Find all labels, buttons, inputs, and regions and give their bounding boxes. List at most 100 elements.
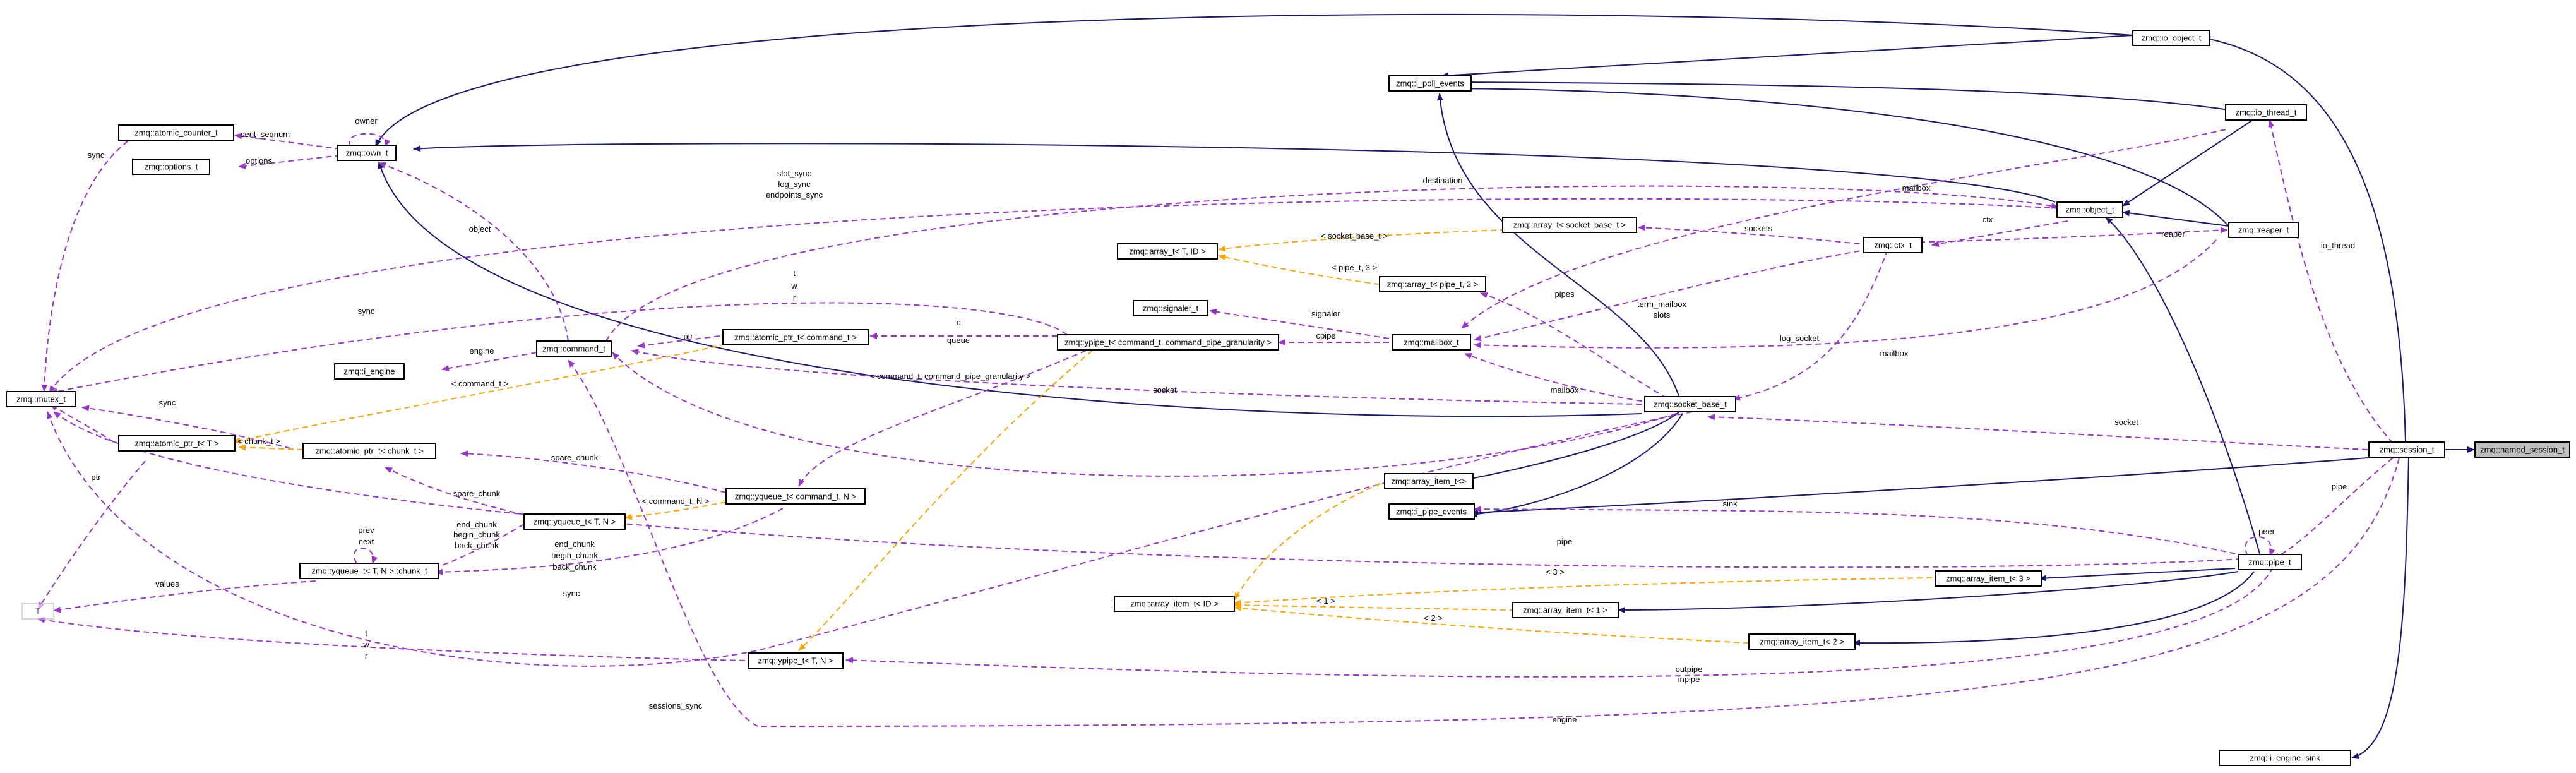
edge-atomic-ptr-chunk-template [238, 444, 304, 451]
label-log-socket: log_socket [1780, 333, 1820, 343]
node-reaper[interactable]: zmq::reaper_t [2228, 222, 2299, 238]
node-named-session[interactable]: zmq::named_session_t [2474, 441, 2570, 458]
edge-i-engine-engine [568, 359, 2400, 728]
label-engine: engine [1552, 715, 1577, 724]
svg-text:zmq::array_item_t< 2 >: zmq::array_item_t< 2 > [1760, 637, 1844, 647]
label-t2: t [365, 628, 367, 638]
node-i-pipe-events[interactable]: zmq::i_pipe_events [1388, 503, 1475, 520]
label-c: c [957, 318, 961, 327]
node-array-pipe3[interactable]: zmq::array_t< pipe_t, 3 > [1379, 276, 1486, 292]
svg-text:zmq::array_item_t< 3 >: zmq::array_item_t< 3 > [1946, 574, 2030, 584]
node-atomic-ptr-command[interactable]: zmq::atomic_ptr_t< command_t > [722, 329, 869, 345]
svg-text:zmq::io_object_t: zmq::io_object_t [2142, 33, 2202, 43]
label-values: values [155, 579, 179, 589]
edge-array-item-2-to-pipe [1852, 571, 2255, 647]
edge-i-engine-sink-to-session [2351, 455, 2409, 759]
node-i-engine[interactable]: zmq::i_engine [334, 363, 405, 380]
edge-atomic-ptr-chunk-spare [460, 450, 727, 493]
node-array-t-tid[interactable]: zmq::array_t< T, ID > [1117, 243, 1218, 260]
label-sockets: sockets [1744, 224, 1773, 233]
svg-text:zmq::reaper_t: zmq::reaper_t [2238, 225, 2289, 235]
node-atomic-ptr-chunk[interactable]: zmq::atomic_ptr_t< chunk_t > [302, 443, 436, 459]
node-io-thread[interactable]: zmq::io_thread_t [2225, 104, 2307, 121]
node-options[interactable]: zmq::options_t [132, 159, 210, 175]
node-atomic-counter[interactable]: zmq::atomic_counter_t [118, 124, 234, 141]
label-inpipe: inpipe [1678, 674, 1700, 684]
edge-array-item-3-template [1234, 577, 1933, 606]
node-mailbox[interactable]: zmq::mailbox_t [1392, 334, 1471, 351]
svg-text:zmq::yqueue_t< T, N >: zmq::yqueue_t< T, N > [534, 517, 616, 527]
edge-array-item-2-template [1234, 605, 1750, 644]
svg-text:zmq::named_session_t: zmq::named_session_t [2480, 445, 2565, 455]
node-yqueue-tn[interactable]: zmq::yqueue_t< T, N > [523, 513, 626, 530]
label-object: object [469, 224, 491, 234]
node-socket-base[interactable]: zmq::socket_base_t [1644, 396, 1736, 412]
label-pipe-session: pipe [2332, 482, 2347, 491]
edge-atomic-ptr-command-template [233, 344, 727, 444]
svg-text:zmq::i_engine_sink: zmq::i_engine_sink [2250, 753, 2320, 763]
label-tmpl-2: < 2 > [1424, 613, 1443, 623]
node-i-engine-sink[interactable]: zmq::i_engine_sink [2219, 750, 2351, 766]
label-sync-pipe: sync [563, 589, 580, 598]
node-ypipe-tn[interactable]: zmq::ypipe_t< T, N > [748, 652, 844, 669]
node-pipe[interactable]: zmq::pipe_t [2238, 554, 2302, 570]
label-queue: queue [947, 335, 970, 345]
label-begin-chunk2: begin_chunk [551, 551, 598, 560]
label-log-sync: log_sync [778, 179, 811, 189]
label-ptr-cmd: ptr [683, 332, 693, 341]
nodes: zmq::named_session_t zmq::session_t zmq:… [6, 30, 2570, 766]
node-array-item-empty[interactable]: zmq::array_item_t<> [1384, 473, 1474, 489]
edge-mutex-to-atomic-counter [41, 135, 136, 392]
label-signaler: signaler [1311, 309, 1340, 318]
label-engine-i: engine [469, 346, 494, 356]
node-array-item-1[interactable]: zmq::array_item_t< 1 > [1512, 602, 1619, 618]
node-session[interactable]: zmq::session_t [2368, 441, 2445, 458]
edge-pipe-to-mutex-sync [53, 411, 2242, 568]
svg-text:zmq::ctx_t: zmq::ctx_t [1874, 241, 1912, 250]
edge-i-engine-to-command [441, 352, 537, 371]
label-socket: socket [1153, 385, 1177, 395]
label-spare-chunk: spare_chunk [551, 453, 599, 462]
node-array-socket-base[interactable]: zmq::array_t< socket_base_t > [1502, 217, 1637, 233]
edge-array-item-empty-to-socket-base [1463, 411, 1680, 482]
node-own[interactable]: zmq::own_t [337, 145, 397, 161]
label-back-chunk2: back_chunk [552, 562, 597, 572]
node-ctx[interactable]: zmq::ctx_t [1863, 237, 1923, 253]
node-array-item-2[interactable]: zmq::array_item_t< 2 > [1748, 633, 1856, 650]
label-mailbox-obj: mailbox [1902, 183, 1931, 193]
label-r: r [793, 293, 796, 303]
node-ypipe-command[interactable]: zmq::ypipe_t< command_t, command_pipe_gr… [1057, 334, 1279, 351]
edge-array-t-socket-base-template [1218, 229, 1506, 252]
edge-ctx-to-object [1931, 220, 2068, 248]
svg-text:zmq::own_t: zmq::own_t [346, 148, 388, 158]
edge-i-poll-events-to-reaper [1442, 85, 2233, 231]
node-object[interactable]: zmq::object_t [2056, 201, 2123, 218]
node-atomic-ptr-t[interactable]: zmq::atomic_ptr_t< T > [118, 435, 236, 452]
svg-text:zmq::io_thread_t: zmq::io_thread_t [2236, 108, 2297, 117]
label-pipe-3-tmpl: < pipe_t, 3 > [1332, 263, 1377, 272]
node-array-item-id[interactable]: zmq::array_item_t< ID > [1114, 596, 1235, 612]
node-T[interactable]: T [21, 603, 54, 620]
label-sessions-sync: sessions_sync [649, 701, 703, 710]
svg-text:zmq::mutex_t: zmq::mutex_t [16, 395, 66, 404]
node-command[interactable]: zmq::command_t [536, 340, 612, 357]
node-i-poll-events[interactable]: zmq::i_poll_events [1388, 75, 1472, 92]
edge-io-object-to-session [2203, 36, 2406, 443]
edge-ypipe-command-sync [50, 302, 1068, 395]
node-mutex[interactable]: zmq::mutex_t [6, 391, 76, 407]
edge-mutex-sessions-sync [47, 411, 1693, 667]
node-yqueue-command[interactable]: zmq::yqueue_t< command_t, N > [725, 488, 866, 505]
label-socket-session: socket [2114, 417, 2138, 427]
svg-text:zmq::mailbox_t: zmq::mailbox_t [1404, 338, 1459, 347]
label-chunk-tmpl: < chunk_t > [237, 436, 280, 446]
svg-text:zmq::yqueue_t< command_t, N >: zmq::yqueue_t< command_t, N > [735, 492, 856, 501]
node-array-item-3[interactable]: zmq::array_item_t< 3 > [1935, 570, 2042, 587]
svg-text:zmq::command_t: zmq::command_t [542, 344, 605, 354]
label-slots: slots [1654, 310, 1671, 320]
node-io-object[interactable]: zmq::io_object_t [2132, 30, 2210, 46]
node-signaler[interactable]: zmq::signaler_t [1133, 300, 1208, 316]
edge-array-t-pipe3-template [1218, 254, 1390, 286]
node-chunk[interactable]: zmq::yqueue_t< T, N >::chunk_t [299, 563, 439, 579]
edge-array-socket-base-to-ctx [1638, 224, 1869, 246]
edge-array-item-empty-template [1234, 479, 1390, 601]
